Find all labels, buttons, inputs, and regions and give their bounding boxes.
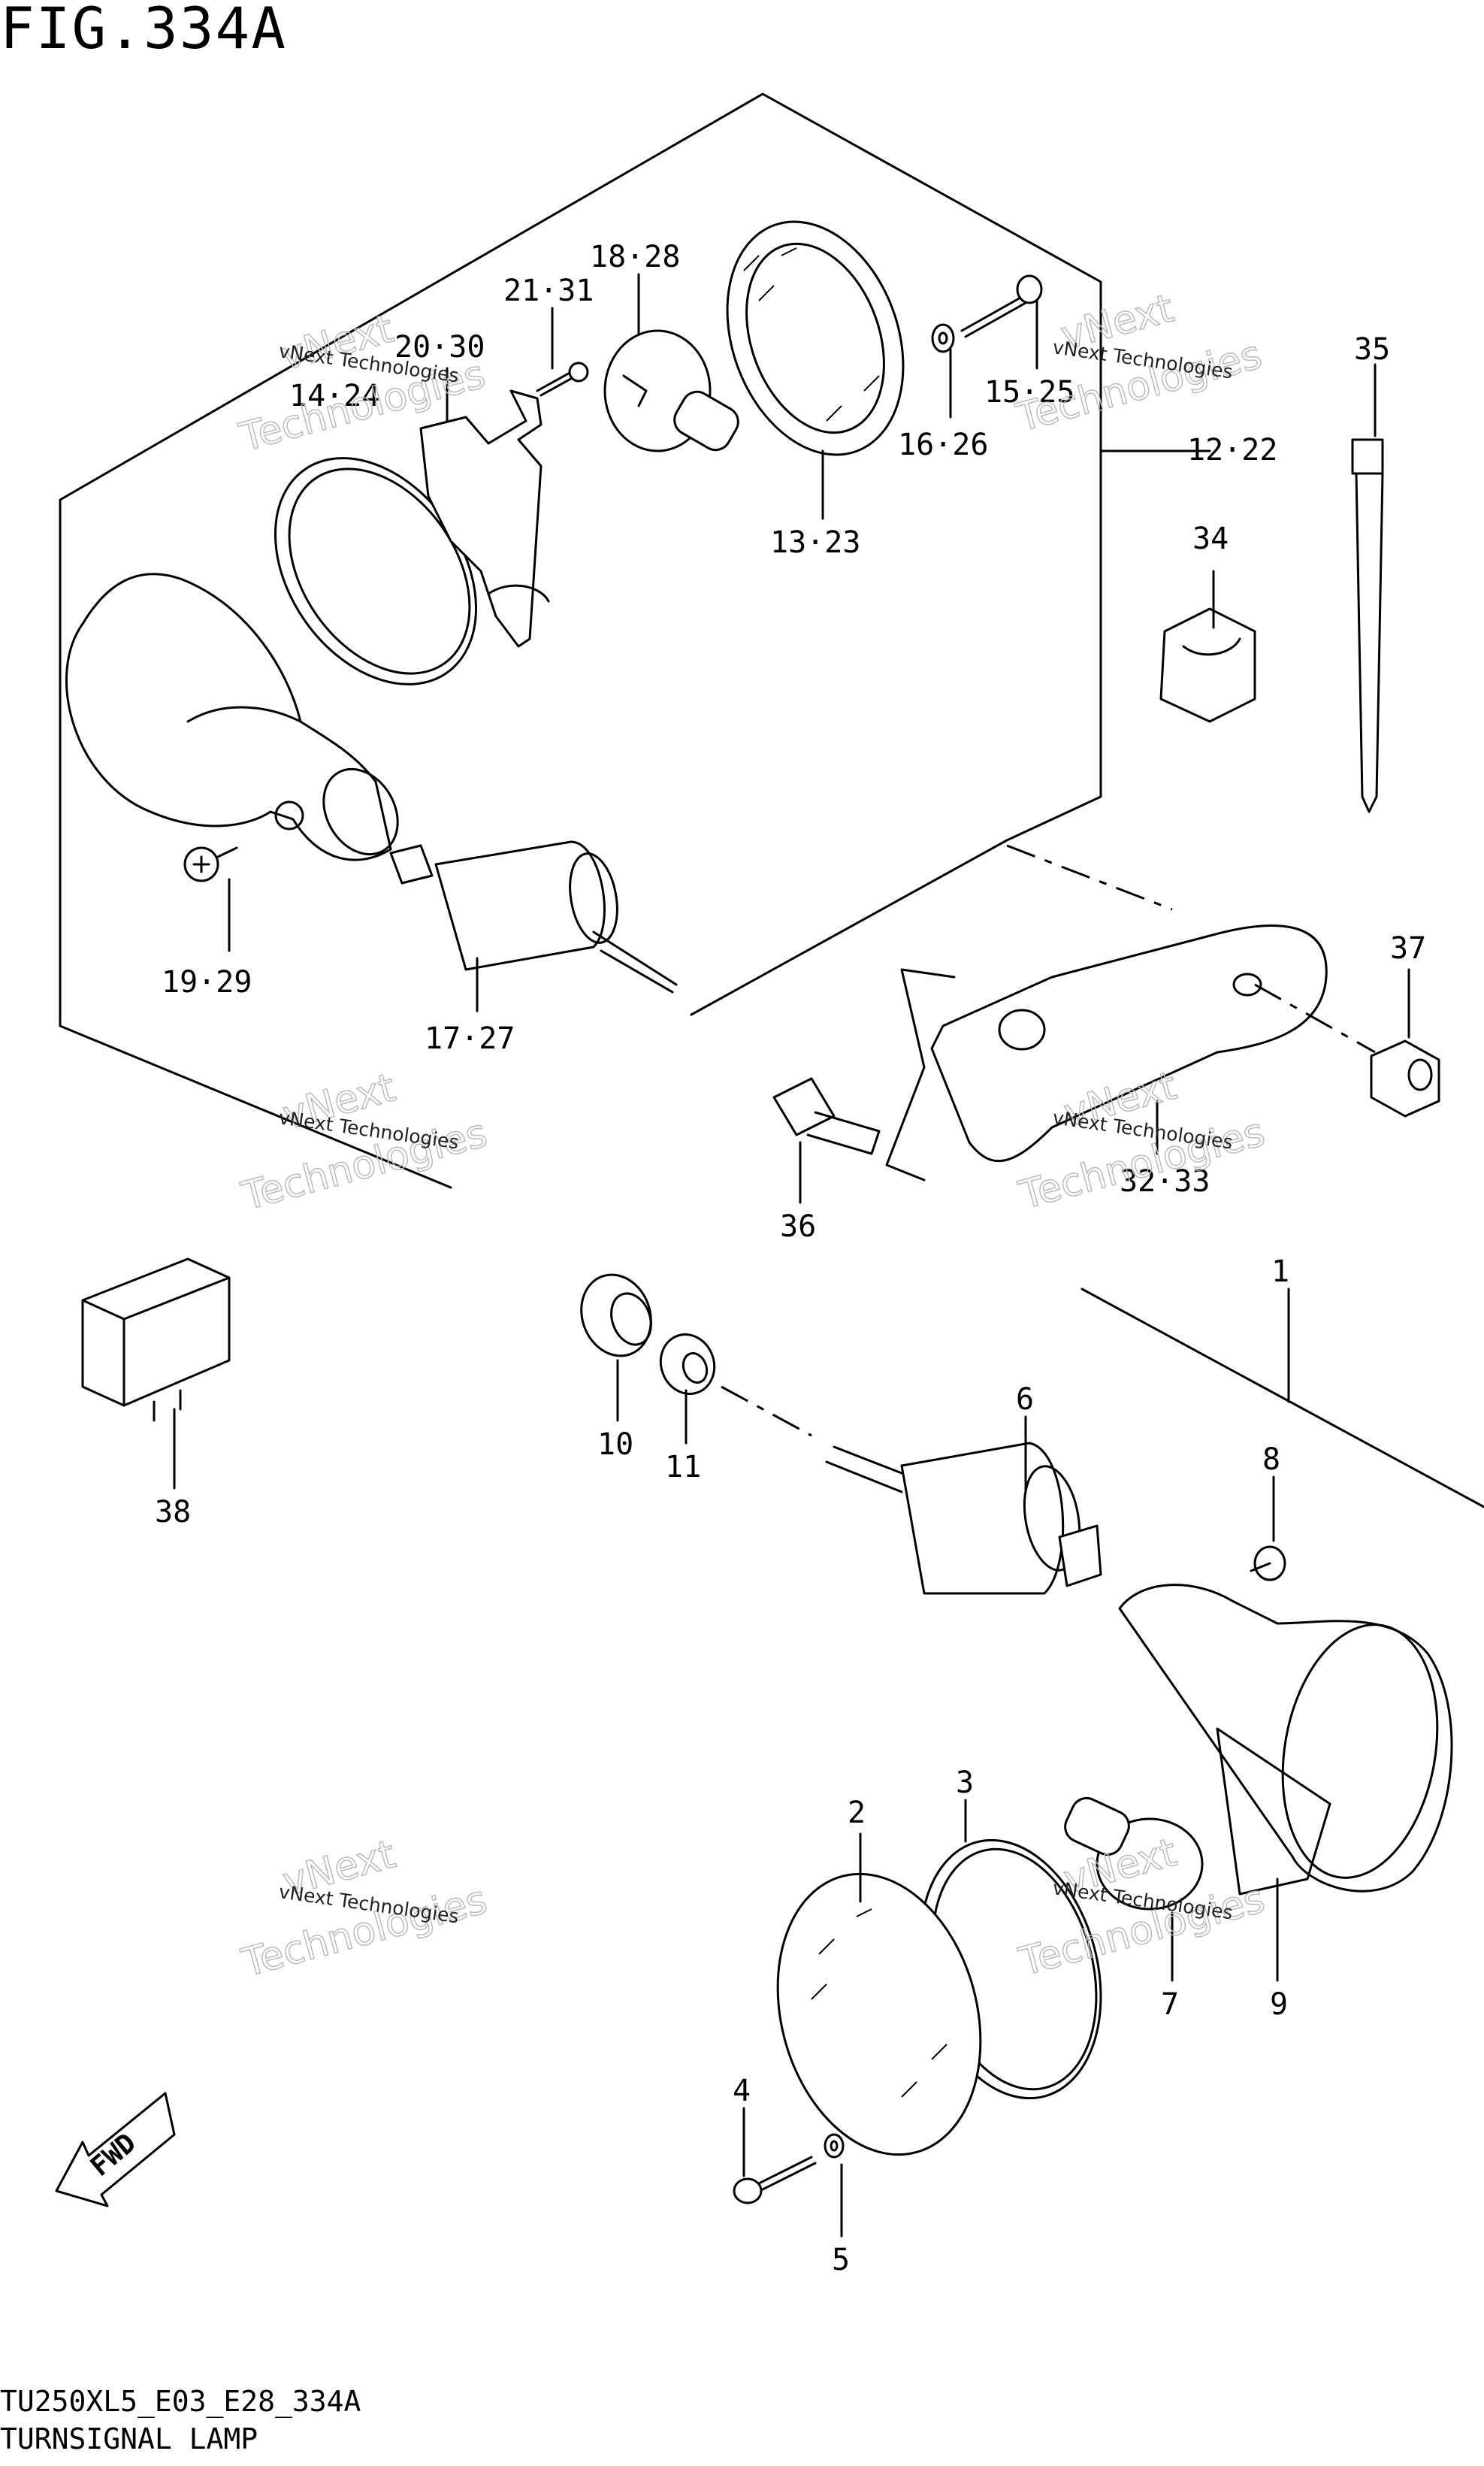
- harness-17: [389, 840, 678, 994]
- callout-37: 37: [1390, 931, 1426, 966]
- callout-1: 1: [1271, 1254, 1289, 1289]
- nut-37: [1370, 1039, 1440, 1118]
- callout-34: 34: [1192, 522, 1229, 556]
- callout-18: 18·28: [590, 240, 680, 274]
- bracket-32: [930, 924, 1328, 1163]
- callout-11: 11: [665, 1450, 701, 1484]
- callout-13: 13·23: [770, 525, 860, 560]
- callout-5: 5: [832, 2243, 850, 2277]
- callout-2: 2: [848, 1796, 866, 1830]
- bulb-7: [1064, 1796, 1204, 1911]
- screw-8: [1250, 1545, 1286, 1581]
- callout-35: 35: [1354, 332, 1390, 367]
- lens-13: [726, 220, 905, 456]
- callout-14: 14·24: [289, 379, 379, 413]
- callout-17: 17·27: [425, 1021, 515, 1056]
- centerline-37: [1254, 983, 1376, 1054]
- callout-10: 10: [597, 1427, 633, 1462]
- relay-38: [81, 1257, 231, 1422]
- screw-19: [183, 846, 238, 882]
- collar-11: [659, 1333, 716, 1395]
- callout-36: 36: [780, 1209, 816, 1244]
- callout-16: 16·26: [898, 428, 988, 462]
- washer-5: [824, 2133, 845, 2159]
- figure-name: TURNSIGNAL LAMP: [0, 2422, 258, 2455]
- callout-8: 8: [1262, 1442, 1280, 1477]
- bulb-18: [603, 329, 739, 452]
- harness-6: [825, 1442, 1102, 1595]
- screw-4: [733, 2156, 817, 2204]
- lens-2: [776, 1872, 982, 2156]
- socket-plate-20: [419, 389, 550, 648]
- callout-6: 6: [1016, 1382, 1034, 1417]
- lamp-housing: [65, 573, 399, 861]
- figure-title: FIG.334A: [0, 0, 288, 62]
- grommet-10: [580, 1273, 652, 1357]
- lower-assembly-boundary: [1081, 1287, 1484, 1508]
- callout-21: 21·31: [503, 274, 594, 308]
- model-code: TU250XL5_E03_E28_334A: [0, 2385, 361, 2418]
- callout-38: 38: [155, 1495, 191, 1530]
- break-line: [885, 968, 956, 1182]
- callout-3: 3: [956, 1766, 974, 1800]
- clamp-34: [1159, 607, 1256, 723]
- bolt-36: [772, 1077, 881, 1155]
- cable-tie-35: [1351, 438, 1384, 813]
- callout-9: 9: [1270, 1987, 1288, 2022]
- callout-19: 19·29: [162, 965, 252, 1000]
- callout-4: 4: [733, 2074, 751, 2108]
- callout-32: 32·33: [1120, 1164, 1210, 1199]
- callout-12: 12·22: [1187, 433, 1277, 467]
- callout-15: 15·25: [984, 375, 1074, 410]
- washer-16: [931, 323, 955, 353]
- centerline-lower: [721, 1385, 812, 1437]
- screw-21: [536, 362, 589, 397]
- fwd-arrow-icon: FWD: [55, 2092, 176, 2207]
- screw-15: [960, 274, 1043, 338]
- upper-assembly-boundary: [59, 92, 1102, 1189]
- callout-7: 7: [1161, 1987, 1179, 2022]
- callout-20: 20·30: [394, 330, 485, 365]
- centerline-upper: [1006, 844, 1173, 911]
- lamp-housing-lower: [1118, 1584, 1453, 1896]
